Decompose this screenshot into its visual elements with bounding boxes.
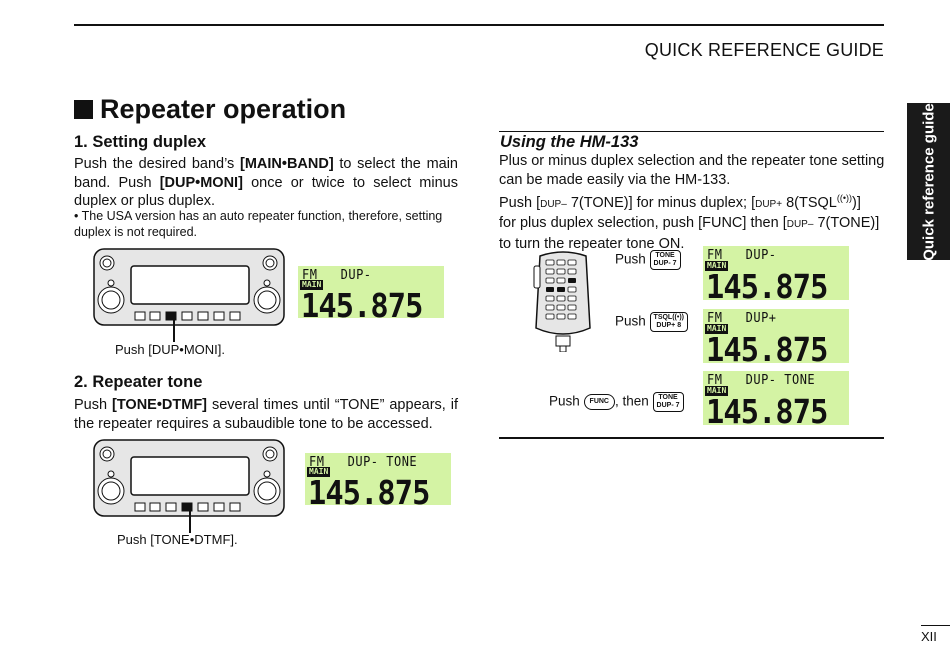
- duplex-note: • The USA version has an auto repeater f…: [74, 209, 443, 239]
- hm133-paragraph: Plus or minus duplex selection and the r…: [499, 153, 885, 252]
- lcd-frequency: 145.875: [301, 286, 423, 318]
- func-key: FUNC: [583, 394, 615, 410]
- lcd-display-hm133-3: FM DUP- TONE MAIN 145.875: [703, 371, 849, 425]
- callout-line: [173, 320, 175, 342]
- lcd-status: FM DUP-: [302, 267, 372, 283]
- hm133-microphone: [530, 248, 596, 357]
- section-title: Repeater operation: [74, 94, 346, 125]
- lcd-main-badge: MAIN: [705, 261, 729, 271]
- side-tab: Quick reference guide: [907, 103, 950, 260]
- lcd-status: FM DUP-: [707, 247, 777, 263]
- page-header-title: QUICK REFERENCE GUIDE: [644, 40, 884, 60]
- tsql-dup-plus-key: TSQL((•))DUP+ 8: [649, 312, 688, 332]
- duplex-paragraph: Push the desired band’s [MAIN•BAND] to s…: [74, 156, 458, 209]
- lcd-frequency: 145.875: [308, 473, 430, 505]
- push-label-2: Push TSQL((•))DUP+ 8: [615, 312, 688, 332]
- lcd-status: FM DUP- TONE: [707, 372, 816, 388]
- lcd-main-badge: MAIN: [705, 386, 729, 396]
- hm133-bottom-rule: [499, 437, 884, 439]
- page-number: XII: [921, 629, 937, 644]
- lcd-display-hm133-1: FM DUP- MAIN 145.875: [703, 246, 849, 300]
- hm133-heading: Using the HM-133: [500, 133, 639, 151]
- duplex-caption: Push [DUP•MONI].: [115, 342, 226, 357]
- square-bullet-icon: [74, 100, 93, 119]
- side-tab-label: Quick reference guide: [920, 102, 937, 261]
- tone-paragraph: Push [TONE•DTMF] several times until “TO…: [74, 397, 458, 432]
- lcd-display-hm133-2: FM DUP+ MAIN 145.875: [703, 309, 849, 363]
- lcd-status: FM DUP+: [707, 310, 777, 326]
- lcd-main-badge: MAIN: [307, 467, 331, 477]
- lcd-main-badge: MAIN: [300, 280, 324, 290]
- section-title-text: Repeater operation: [100, 94, 347, 124]
- lcd-main-badge: MAIN: [705, 324, 729, 334]
- lcd-frequency: 145.875: [706, 392, 828, 425]
- radio-front-panel-1: [93, 248, 285, 326]
- callout-line: [189, 511, 191, 533]
- lcd-status: FM DUP- TONE: [309, 454, 418, 470]
- radio-front-panel-2: [93, 439, 285, 517]
- lcd-display-duplex: FM DUP- MAIN 145.875: [298, 266, 444, 318]
- page-number-rule: [921, 625, 950, 626]
- tone-heading: 2. Repeater tone: [74, 373, 203, 391]
- lcd-display-tone: FM DUP- TONE MAIN 145.875: [305, 453, 451, 505]
- lcd-frequency: 145.875: [706, 267, 828, 300]
- tone-caption: Push [TONE•DTMF].: [117, 532, 238, 547]
- duplex-heading: 1. Setting duplex: [74, 133, 207, 151]
- header-rule: [74, 24, 884, 26]
- lcd-frequency: 145.875: [706, 330, 828, 363]
- hm133-top-rule: [499, 131, 884, 132]
